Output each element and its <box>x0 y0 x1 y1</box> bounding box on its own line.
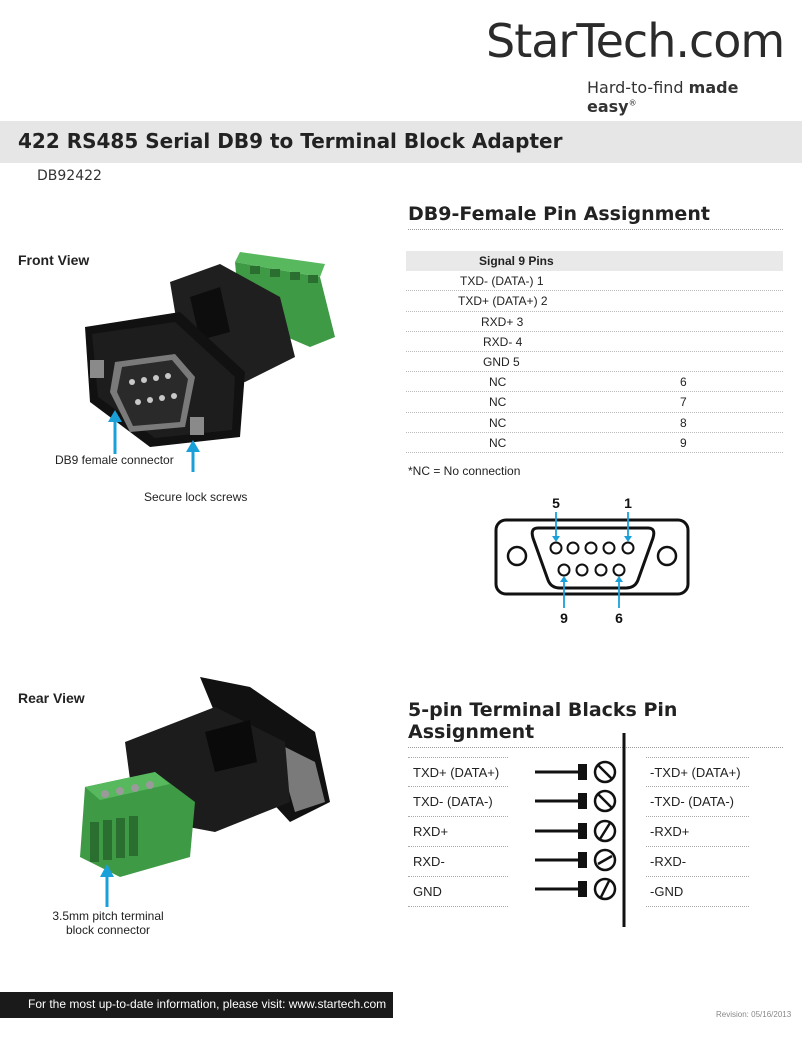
front-view-label: Front View <box>18 252 90 268</box>
callout-lock-screws: Secure lock screws <box>144 490 248 504</box>
table-row: TXD+ (DATA+) 2 <box>406 291 783 312</box>
table-row: RXD+ 3 <box>406 312 783 332</box>
table-row: GND 5 <box>406 352 783 373</box>
terminal-left-row: RXD+ <box>408 817 508 847</box>
callout-terminal-block: 3.5mm pitch terminal block connector <box>48 909 168 937</box>
db9-label-pin1: 1 <box>624 495 632 511</box>
terminal-right-row: -TXD- (DATA-) <box>646 787 749 817</box>
callout-terminal-line2: block connector <box>65 923 151 937</box>
terminal-right-row: -TXD+ (DATA+) <box>646 757 749 787</box>
terminal-left-row: TXD+ (DATA+) <box>408 757 508 787</box>
terminal-left-row: TXD- (DATA-) <box>408 787 508 817</box>
terminal-right-row: -RXD+ <box>646 817 749 847</box>
terminal-section-heading: 5-pin Terminal Blacks Pin Assignment <box>408 699 783 748</box>
front-view-image <box>85 252 335 472</box>
db9-diagram: 5 1 9 6 <box>494 495 690 626</box>
db9-pin-table: Signal 9 Pins TXD- (DATA-) 1 TXD+ (DATA+… <box>406 251 783 453</box>
logo-tagline: Hard-to-find made easy® <box>587 78 739 116</box>
rear-view-image <box>80 677 330 907</box>
footer-link-text[interactable]: For the most up-to-date information, ple… <box>28 997 387 1011</box>
product-sku: DB92422 <box>37 168 102 184</box>
nc-footnote: *NC = No connection <box>408 464 521 478</box>
callout-db9-connector: DB9 female connector <box>55 453 174 467</box>
table-header-row: Signal 9 Pins <box>406 251 783 272</box>
terminal-block-diagram <box>535 733 626 927</box>
rear-view-label: Rear View <box>18 690 85 706</box>
db9-label-pin6: 6 <box>615 610 623 626</box>
callout-terminal-line1: 3.5mm pitch terminal <box>52 909 164 923</box>
db9-label-pin5: 5 <box>552 495 560 511</box>
db9-section-heading: DB9-Female Pin Assignment <box>408 203 783 230</box>
table-row: TXD- (DATA-) 1 <box>406 271 783 292</box>
page-title: 422 RS485 Serial DB9 to Terminal Block A… <box>18 129 563 153</box>
footer-bar <box>0 992 393 1018</box>
terminal-left-row: GND <box>408 877 508 907</box>
table-header-signal: Signal 9 Pins <box>479 254 554 268</box>
db9-label-pin9: 9 <box>560 610 568 626</box>
terminal-right-row: -RXD- <box>646 847 749 877</box>
logo-wordmark: StarTech.com <box>486 14 785 68</box>
terminal-left-row: RXD- <box>408 847 508 877</box>
title-bar <box>0 121 802 163</box>
revision-date: Revision: 05/16/2013 <box>716 1010 792 1019</box>
table-row: RXD- 4 <box>406 332 783 352</box>
terminal-right-row: -GND <box>646 877 749 907</box>
startech-logo: StarTech.com Hard-to-find made easy® <box>486 14 786 116</box>
